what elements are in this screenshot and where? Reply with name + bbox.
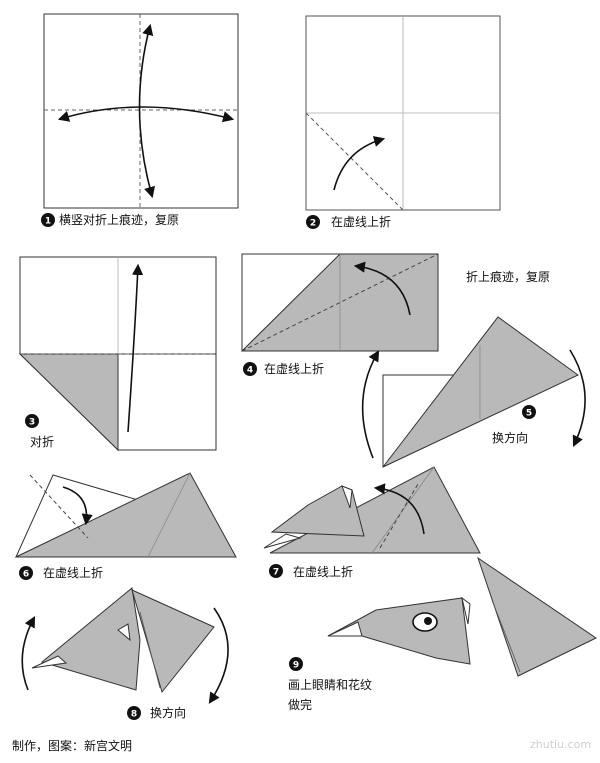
step-1-vertical-arrow [138, 23, 155, 199]
step-4-fold-line [241, 253, 439, 352]
step-2-number: 2 [310, 219, 316, 229]
step-3-number-badge [25, 414, 39, 428]
step-4-number: 4 [247, 366, 253, 376]
step-7-caption: 在虚线上折 [293, 564, 353, 579]
step-6-fold-line [29, 474, 89, 539]
step-8-back-triangle [131, 589, 215, 694]
step-9-pupil [424, 617, 432, 625]
step-1-caption: 横竖对折上痕迹，复原 [59, 212, 179, 227]
step-9-white-notch [461, 596, 471, 625]
step-4-fold-arrow [353, 261, 411, 316]
step-6-number: 6 [23, 570, 29, 580]
step-2-number-badge [306, 215, 320, 229]
step-6-fold-arrow [62, 486, 93, 526]
step-1-number: 1 [45, 217, 51, 227]
step-3-figure: 3 对折 [18, 256, 217, 452]
step-4-note: 折上痕迹，复原 [466, 269, 550, 284]
step-8-number: 8 [131, 710, 137, 720]
step-9-number-badge [289, 657, 303, 671]
step-9-number: 9 [293, 661, 299, 671]
step-5-number-badge [522, 405, 536, 419]
step-9-caption: 画上眼睛和花纹 [288, 677, 372, 692]
step-2-caption: 在虚线上折 [331, 214, 391, 229]
watermark: zhutiu.com [530, 738, 591, 751]
step-9-caption-done: 做完 [288, 697, 312, 712]
step-7-number: 7 [273, 568, 279, 578]
step-5-gray-triangle [382, 316, 579, 468]
step-7-fold-line [379, 483, 419, 549]
step-8-left-rotate-arrow [21, 616, 36, 691]
step-4-number-badge [243, 362, 257, 376]
step-2-fold-line [305, 112, 404, 211]
step-7-fold-arrow [373, 483, 425, 535]
step-7-white-tip [263, 533, 302, 549]
step-4-figure: 4 在虚线上折 折上痕迹，复原 [240, 253, 550, 376]
step-9-inner-crease [491, 599, 521, 673]
step-2-figure: 2 在虚线上折 [305, 15, 501, 229]
step-1-figure: 1 横竖对折上痕迹，复原 [41, 13, 239, 227]
step-5-number: 5 [526, 409, 532, 419]
step-8-white-beak [31, 655, 68, 669]
step-8-figure: 8 换方向 [21, 587, 229, 720]
step-8-head-flap [40, 587, 141, 691]
step-1-number-badge [41, 213, 55, 227]
step-9-white-beak [327, 621, 363, 637]
step-6-caption: 在虚线上折 [43, 565, 103, 580]
step-7-white-notch [341, 485, 353, 509]
step-8-inner-crease [139, 611, 161, 689]
step-3-fold-arrow [127, 263, 144, 433]
step-5-right-rotate-arrow [569, 349, 586, 448]
step-6-gray-body [15, 472, 237, 558]
step-1-square [43, 13, 239, 209]
credit-line: 制作，图案：新宫文明 [12, 738, 132, 753]
step-2-fold-arrow [333, 136, 386, 191]
step-8-caption: 换方向 [150, 705, 186, 720]
step-9-tail-triangle [477, 556, 597, 677]
step-5-caption: 换方向 [492, 430, 528, 445]
step-7-number-badge [269, 564, 283, 578]
step-4-caption: 在虚线上折 [264, 361, 324, 376]
step-6-inner-crease [147, 472, 191, 558]
step-9-figure: 9 画上眼睛和花纹 做完 [288, 556, 597, 712]
step-8-right-rotate-arrow [208, 607, 229, 704]
step-5-left-rotate-arrow [361, 350, 380, 459]
step-6-number-badge [19, 566, 33, 580]
step-3-caption: 对折 [30, 434, 54, 449]
step-7-figure: 7 在虚线上折 [263, 466, 481, 579]
step-8-white-notch [117, 623, 131, 642]
step-6-figure: 6 在虚线上折 [14, 472, 237, 580]
step-5-figure: 5 换方向 [361, 316, 586, 468]
step-3-number: 3 [29, 418, 35, 428]
step-8-number-badge [127, 706, 141, 720]
